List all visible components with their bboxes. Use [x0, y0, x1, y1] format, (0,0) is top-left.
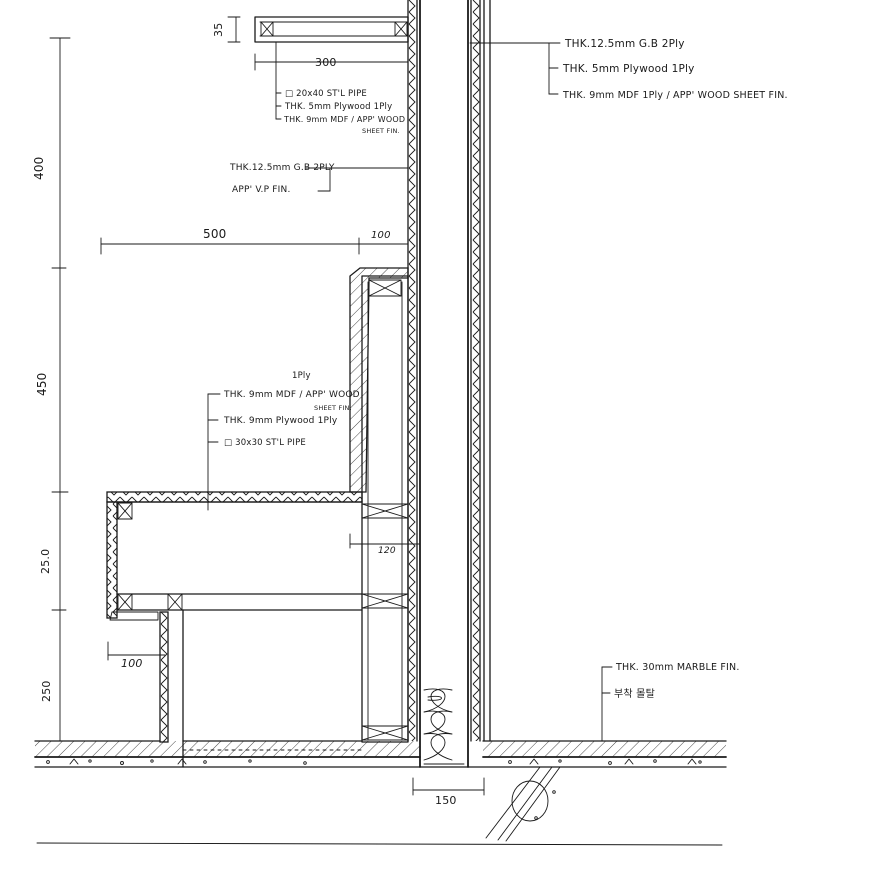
dim-shelf-width: 300 — [315, 56, 337, 69]
dim-post-width: 120 — [378, 546, 396, 556]
wall-note-mdf: THK. 9mm MDF 1Ply / APP' WOOD SHEET FIN. — [562, 90, 788, 101]
seat-note-plywood: THK. 9mm Plywood 1Ply — [223, 416, 338, 426]
shelf-notes: □ 20x40 ST'L PIPE THK. 5mm Plywood 1Ply … — [283, 89, 405, 135]
seat-cushion — [106, 491, 363, 621]
shelf-note-mdf: THK. 9mm MDF / APP' WOOD — [283, 115, 405, 124]
wall-right-layer — [467, 0, 491, 768]
shelf-note-fin: SHEET FIN. — [362, 127, 400, 135]
shelf-note-plywood: THK. 5mm Plywood 1Ply — [284, 102, 392, 112]
seat-notes: 1Ply THK. 9mm MDF / APP' WOOD SHEET FIN.… — [223, 371, 360, 448]
gb-note-finish: APP' V.P FIN. — [232, 185, 291, 195]
gb-note-board: THK.12.5mm G.B 2PLY — [229, 163, 335, 173]
leader-lines — [207, 41, 613, 742]
dim-upper-height: 400 — [32, 156, 46, 180]
dim-back-height: 450 — [35, 372, 49, 396]
wall-left-layer — [407, 0, 421, 768]
gb-notes: THK.12.5mm G.B 2PLY APP' V.P FIN. — [229, 163, 335, 195]
seat-back — [349, 267, 409, 743]
seat-note-fin: SHEET FIN. — [314, 404, 352, 412]
dim-base-height: 250 — [40, 680, 53, 702]
wall-shelf — [254, 16, 409, 43]
floor-notes: THK. 30mm MARBLE FIN. 부착 몰탈 — [614, 662, 740, 700]
insulation-coil — [423, 688, 465, 765]
seat-note-mdf: THK. 9mm MDF / APP' WOOD — [223, 390, 360, 400]
floor-slab — [34, 740, 727, 846]
wall-note-gypsum: THK.12.5mm G.B 2Ply — [564, 38, 685, 50]
dimension-labels: 35 300 400 500 100 450 25.0 120 100 250 … — [32, 23, 457, 807]
dim-seat-height: 25.0 — [39, 549, 52, 574]
dim-seat-width: 500 — [203, 227, 227, 241]
floor-conduit — [485, 766, 561, 842]
dim-wall-depth: 100 — [371, 230, 391, 241]
seat-front-leg — [159, 609, 363, 768]
seat-note-pipe: □ 30x30 ST'L PIPE — [224, 438, 306, 448]
wall-note-plywood: THK. 5mm Plywood 1Ply — [562, 63, 695, 75]
dim-shelf-height: 35 — [212, 23, 225, 37]
floor-note-marble: THK. 30mm MARBLE FIN. — [615, 662, 740, 673]
shelf-note-pipe: □ 20x40 ST'L PIPE — [285, 89, 367, 99]
wall-notes: THK.12.5mm G.B 2Ply THK. 5mm Plywood 1Pl… — [562, 38, 788, 101]
dim-leg-width: 100 — [121, 657, 143, 670]
dim-gap-width: 150 — [435, 794, 457, 807]
seat-note-ply: 1Ply — [292, 371, 311, 381]
floor-note-mortar: 부착 몰탈 — [614, 687, 655, 700]
dimension-lines — [49, 16, 485, 796]
